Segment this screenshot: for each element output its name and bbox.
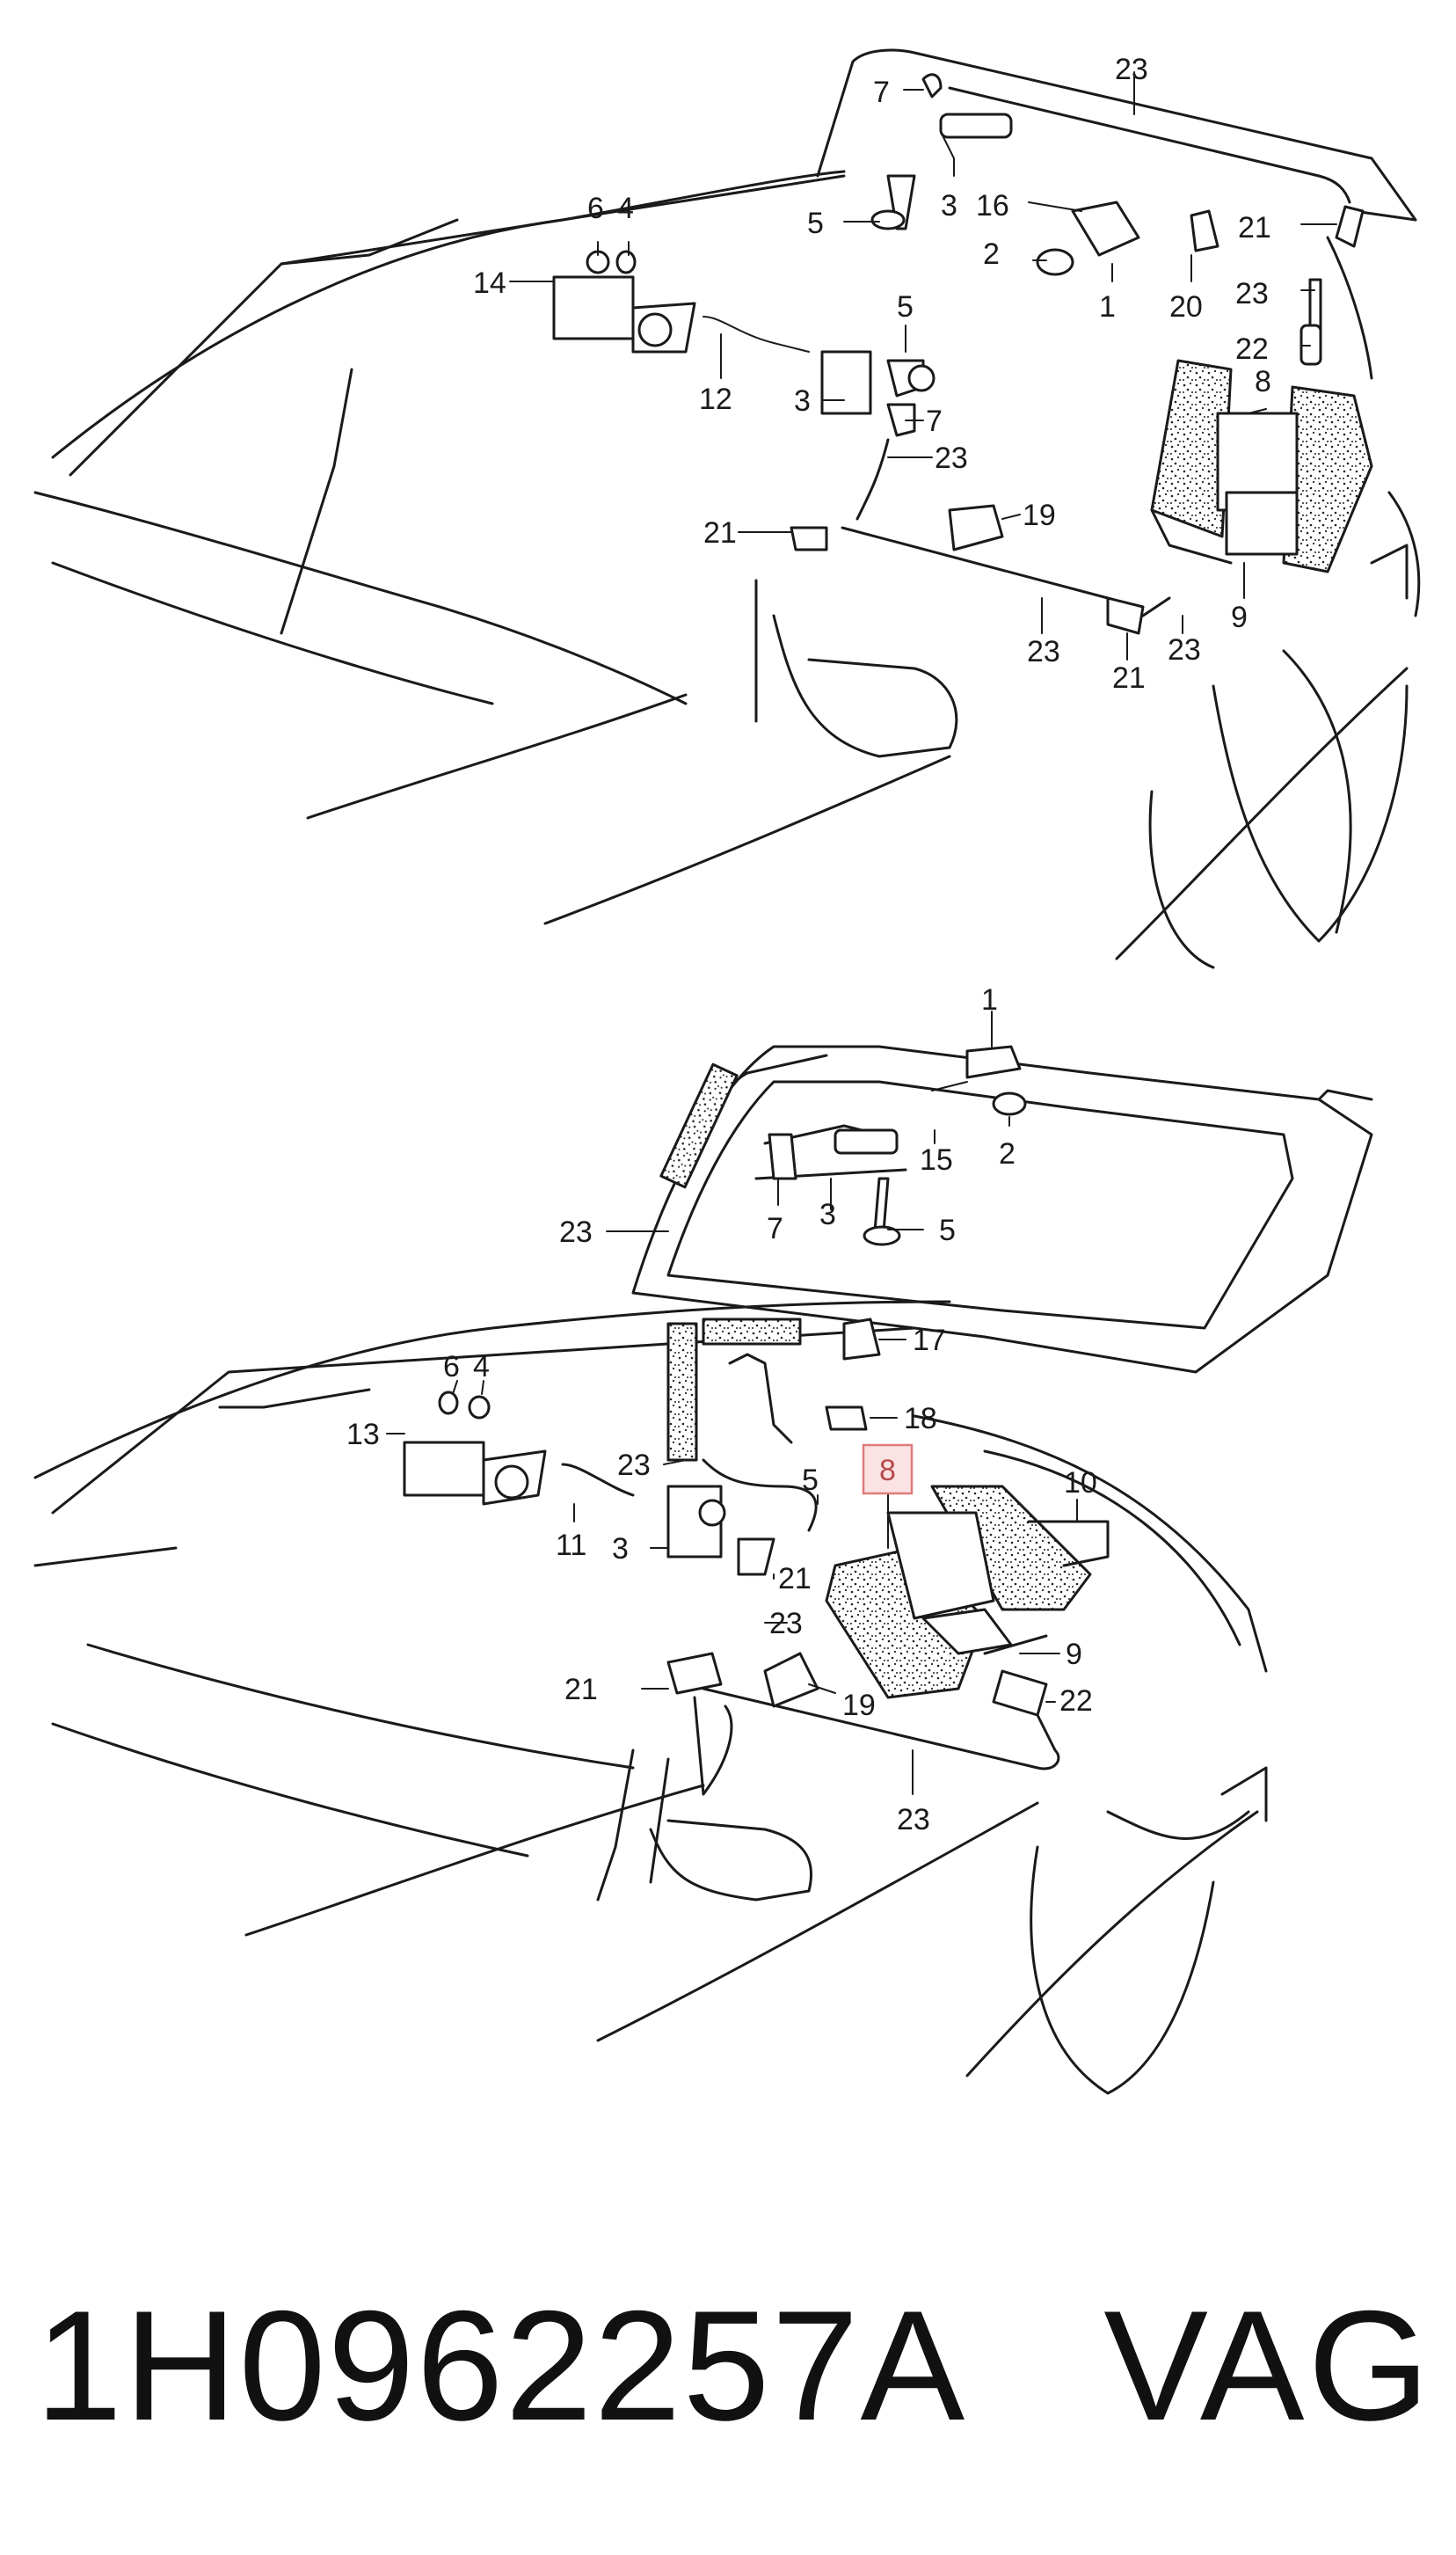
callout-label: 14 bbox=[473, 266, 506, 300]
callout-label: 23 bbox=[769, 1607, 803, 1640]
callout-label: 1 bbox=[981, 983, 998, 1017]
callout-label: 3 bbox=[794, 384, 811, 418]
callout-label: 3 bbox=[612, 1532, 629, 1566]
callout-label: 13 bbox=[346, 1418, 380, 1451]
part-number: 1H0962257A bbox=[35, 2278, 967, 2453]
callout-label: 9 bbox=[1066, 1638, 1082, 1671]
callout-label: 5 bbox=[897, 290, 914, 324]
callout-label: 19 bbox=[842, 1689, 876, 1722]
callout-label: 17 bbox=[913, 1324, 946, 1357]
callout-label: 6 bbox=[443, 1350, 460, 1383]
callout-label: 22 bbox=[1235, 332, 1269, 366]
callout-label: 23 bbox=[1027, 635, 1060, 668]
car-body-bottom bbox=[33, 1300, 1268, 2095]
callout-label: 2 bbox=[983, 237, 1000, 271]
brand-name: VAG bbox=[1103, 2278, 1433, 2453]
car-body-top bbox=[33, 170, 1421, 969]
callout-label: 4 bbox=[473, 1350, 490, 1383]
callout-label: 1 bbox=[1099, 290, 1116, 324]
small-parts-bottom bbox=[403, 1045, 1048, 1717]
callout-label: 23 bbox=[1115, 53, 1148, 86]
callout-label: 23 bbox=[1168, 633, 1201, 667]
callout-label: 5 bbox=[807, 207, 824, 240]
rear-spoiler-top bbox=[816, 48, 1417, 222]
leader-lines-top bbox=[509, 71, 1337, 661]
washer-reservoir-top bbox=[1150, 359, 1373, 573]
callout-label: 19 bbox=[1023, 499, 1056, 532]
callout-label: 5 bbox=[939, 1214, 956, 1247]
small-parts-top bbox=[552, 73, 1365, 635]
highlight-label: 8 bbox=[879, 1454, 896, 1487]
callout-label: 3 bbox=[819, 1198, 836, 1231]
washer-reservoir-bottom bbox=[825, 1485, 1110, 1699]
callout-label: 8 bbox=[1255, 365, 1271, 398]
callout-label: 6 bbox=[587, 192, 604, 225]
callout-label: 11 bbox=[556, 1529, 586, 1562]
callout-label: 21 bbox=[564, 1673, 598, 1706]
callout-label: 18 bbox=[904, 1402, 937, 1435]
callout-label: 23 bbox=[1235, 277, 1269, 310]
callout-labels-top: 23 7 5 3 16 2 1 21 20 23 22 8 6 4 14 5 1… bbox=[473, 53, 1271, 695]
callout-label: 5 bbox=[802, 1464, 819, 1497]
callout-label: 22 bbox=[1059, 1684, 1093, 1718]
callout-label: 20 bbox=[1169, 290, 1203, 324]
callout-label: 9 bbox=[1231, 601, 1248, 634]
callout-label: 10 bbox=[1064, 1466, 1097, 1500]
callout-label: 23 bbox=[559, 1215, 593, 1249]
highlight-box bbox=[862, 1443, 914, 1495]
callout-label: 21 bbox=[1112, 661, 1146, 695]
callout-label: 23 bbox=[617, 1449, 651, 1482]
callout-label: 12 bbox=[699, 383, 732, 416]
callout-label: 16 bbox=[976, 189, 1009, 223]
top-diagram: 23 7 5 3 16 2 1 21 20 23 22 8 6 4 14 5 1… bbox=[33, 48, 1421, 969]
callout-label: 15 bbox=[920, 1143, 953, 1177]
callout-label: 23 bbox=[935, 442, 968, 475]
callout-label: 21 bbox=[1238, 211, 1271, 245]
callout-label: 3 bbox=[941, 189, 957, 223]
callout-label: 21 bbox=[703, 516, 737, 550]
bottom-diagram: 1 2 15 7 3 5 23 17 18 6 4 13 23 5 11 3 2… bbox=[33, 983, 1373, 2095]
callout-label: 4 bbox=[617, 192, 634, 225]
callout-label: 23 bbox=[897, 1803, 930, 1836]
callout-label: 21 bbox=[778, 1562, 812, 1595]
washer-hoses-top bbox=[841, 236, 1373, 617]
callout-label: 7 bbox=[873, 76, 890, 109]
callout-label: 7 bbox=[767, 1212, 783, 1245]
callout-label: 2 bbox=[999, 1137, 1016, 1171]
callout-labels-bottom: 1 2 15 7 3 5 23 17 18 6 4 13 23 5 11 3 2… bbox=[346, 983, 1097, 1836]
callout-label: 7 bbox=[926, 405, 943, 438]
leader-lines-bottom bbox=[386, 1011, 1078, 1795]
highlighted-callout[interactable]: 8 bbox=[862, 1443, 914, 1495]
footer: 1H0962257A VAG bbox=[35, 2278, 1433, 2454]
